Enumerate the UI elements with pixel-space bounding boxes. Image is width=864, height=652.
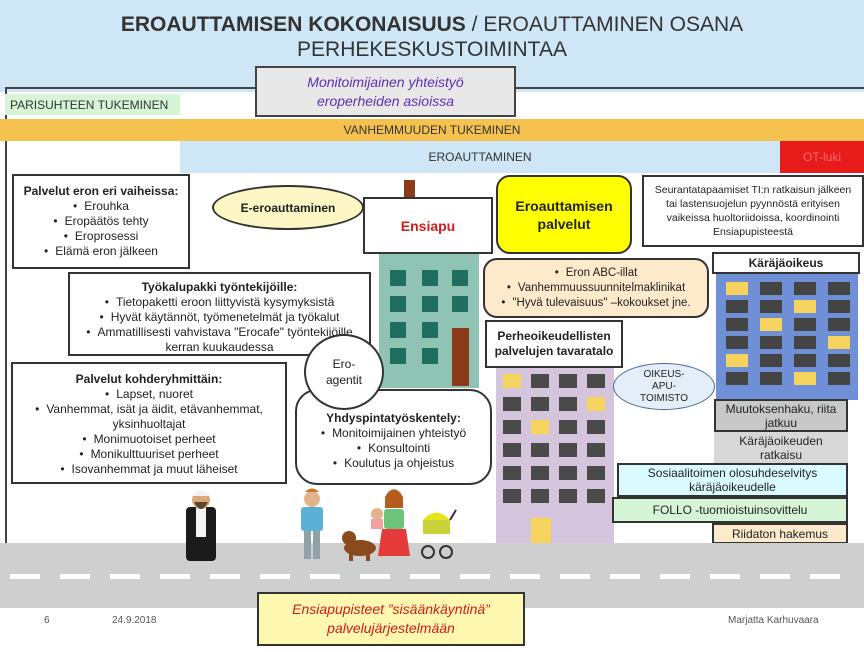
eroauttamisen-palvelut-box: Eroauttamisen palvelut (496, 175, 632, 254)
vanhemmuus-band: VANHEMMUUDEN TUKEMINEN (0, 119, 864, 141)
list-item: Eroprosessi (18, 229, 184, 244)
court-decision-line-2: ratkaisu (759, 448, 803, 462)
interface-work-box: Yhdyspintatyöskentely: Monitoimijainen y… (295, 389, 492, 485)
list-item: "Hyvä tulevaisuus" –kokoukset jne. (491, 296, 701, 311)
ero-agentit-line-1: Ero- (332, 357, 356, 371)
road-dash (560, 574, 590, 579)
toolbox-title: Työkalupakki työntekijöille: (141, 280, 298, 294)
social-report-line-1: Sosiaalitoimen olosuhdeselvitys (647, 466, 818, 480)
appeal-line-1: Muutoksenhaku, riita (725, 401, 837, 416)
appeal-line-2: jatkuu (764, 415, 797, 430)
legal-aid-line-2: APU- (652, 380, 676, 392)
parisuhde-band: PARISUHTEEN TUKEMINEN (5, 94, 180, 115)
ero-agentit-line-2: agentit (325, 373, 363, 387)
chimney-shape (404, 180, 415, 198)
slide-date: 24.9.2018 (112, 615, 157, 626)
ensiapu-sign: Ensiapu (363, 197, 493, 254)
legal-aid-line-3: TOIMISTO (640, 392, 688, 404)
e-eroauttaminen-ellipse: E-eroauttaminen (212, 185, 364, 230)
first-aid-entry-line-2: palvelujärjestelmään (327, 620, 455, 636)
list-item: Eron ABC-illat (491, 266, 701, 281)
toolbox-box: Työkalupakki työntekijöille: Tietopakett… (68, 272, 371, 356)
list-item: Isovanhemmat ja muut läheiset (19, 462, 279, 477)
green-apartment-door (452, 328, 469, 386)
eron-abc-box: Eron ABC-illat Vanhemmuussuunnitelmaklin… (483, 258, 709, 318)
eroauttamisen-palvelut-line-1: Eroauttamisen (515, 197, 613, 214)
list-item: Hyvät käytännöt, työmenetelmät ja työkal… (76, 310, 363, 325)
first-aid-entry-line-1: Ensiapupisteet ”sisäänkäyntinä” (292, 601, 490, 617)
road-dash (210, 574, 240, 579)
list-item: Eropäätös tehty (18, 214, 184, 229)
list-item: Monitoimijainen yhteistyö (303, 426, 484, 441)
social-report-line-2: käräjäoikeudelle (689, 480, 776, 494)
court-windows (726, 282, 850, 385)
target-groups-title: Palvelut kohderyhmittäin: (75, 372, 223, 386)
appeal-step: Muutoksenhaku, riita jatkuu (714, 399, 848, 432)
list-item: Elämä eron jälkeen (18, 244, 184, 259)
list-item: Monimuotoiset perheet (19, 432, 279, 447)
road-dash (310, 574, 340, 579)
eroauttamisen-palvelut-line-2: palvelut (537, 215, 591, 232)
road-dash (60, 574, 90, 579)
road-dash (360, 574, 390, 579)
first-aid-entry-points-box: Ensiapupisteet ”sisäänkäyntinä” palveluj… (257, 592, 525, 646)
list-item: Tietopaketti eroon liittyvistä kysymyksi… (76, 295, 363, 310)
follo-mediation-step: FOLLO -tuomioistuinsovittelu (612, 497, 848, 523)
road-dash (160, 574, 190, 579)
multi-line-2: eroperheiden asioissa (317, 92, 454, 109)
list-item: Erouhka (18, 199, 184, 214)
multi-line-1: Monitoimijainen yhteistyö (307, 73, 464, 90)
road-dash (760, 574, 790, 579)
family-law-line-2: palvelujen tavaratalo (494, 344, 614, 358)
title-rest: EROAUTTAMINEN OSANA PERHEKESKUSTOIMINTAA (297, 13, 744, 61)
title-bold: EROAUTTAMISEN KOKONAISUUS (120, 13, 466, 36)
ero-agentit-circle: Ero- agentit (304, 334, 384, 410)
court-decision-line-1: Käräjäoikeuden (739, 434, 823, 448)
list-item: Lapset, nuoret (19, 387, 279, 402)
list-item: Koulutus ja ohjeistus (303, 456, 484, 471)
uncontested-application-step: Riidaton hakemus (712, 523, 848, 544)
slide-number: 6 (44, 615, 50, 626)
page-title: EROAUTTAMISEN KOKONAISUUS / EROAUTTAMINE… (40, 12, 824, 62)
road-dash (110, 574, 140, 579)
list-item: Ammatillisesti vahvistava "Erocafe" työn… (76, 325, 363, 355)
multi-actor-box: Monitoimijainen yhteistyö eroperheiden a… (255, 66, 516, 117)
road-dash (410, 574, 440, 579)
list-item: Monikulttuuriset perheet (19, 447, 279, 462)
legal-aid-office-ellipse: OIKEUS- APU- TOIMISTO (613, 363, 715, 410)
title-separator: / (465, 13, 484, 36)
road-dash (460, 574, 490, 579)
road-dash (610, 574, 640, 579)
family-law-services-store-sign: Perheoikeudellisten palvelujen tavaratal… (485, 320, 623, 368)
road-dash (10, 574, 40, 579)
green-apartment-windows (390, 270, 468, 364)
follow-up-meetings-box: Seurantatapaamiset TI:n ratkaisun jälkee… (642, 175, 864, 247)
services-by-phase-title: Palvelut eron eri vaiheissa: (23, 184, 179, 198)
road-dash (810, 574, 840, 579)
target-groups-box: Palvelut kohderyhmittäin: Lapset, nuoret… (11, 362, 287, 484)
legal-aid-line-1: OIKEUS- (643, 368, 685, 380)
list-item: Konsultointi (303, 441, 484, 456)
road-dash (510, 574, 540, 579)
services-by-phase-box: Palvelut eron eri vaiheissa: Erouhka Ero… (12, 174, 190, 269)
ot-luki-box: OT-luki (780, 141, 864, 173)
interface-work-title: Yhdyspintatyöskentely: (326, 411, 461, 425)
slide-author: Marjatta Karhuvaara (728, 615, 819, 626)
eroauttaminen-band: EROAUTTAMINEN (180, 141, 780, 173)
list-item: Vanhemmuussuunnitelmaklinikat (491, 281, 701, 296)
road-dash (710, 574, 740, 579)
list-item: Vanhemmat, isät ja äidit, etävanhemmat, … (19, 402, 279, 432)
road-dash (260, 574, 290, 579)
social-report-step: Sosiaalitoimen olosuhdeselvitys käräjäoi… (617, 463, 848, 497)
road-dash (660, 574, 690, 579)
lilac-store-windows (503, 374, 605, 544)
district-court-sign: Käräjäoikeus (712, 252, 860, 274)
court-decision-step: Käräjäoikeuden ratkaisu (714, 432, 848, 464)
family-law-line-1: Perheoikeudellisten (497, 329, 611, 343)
